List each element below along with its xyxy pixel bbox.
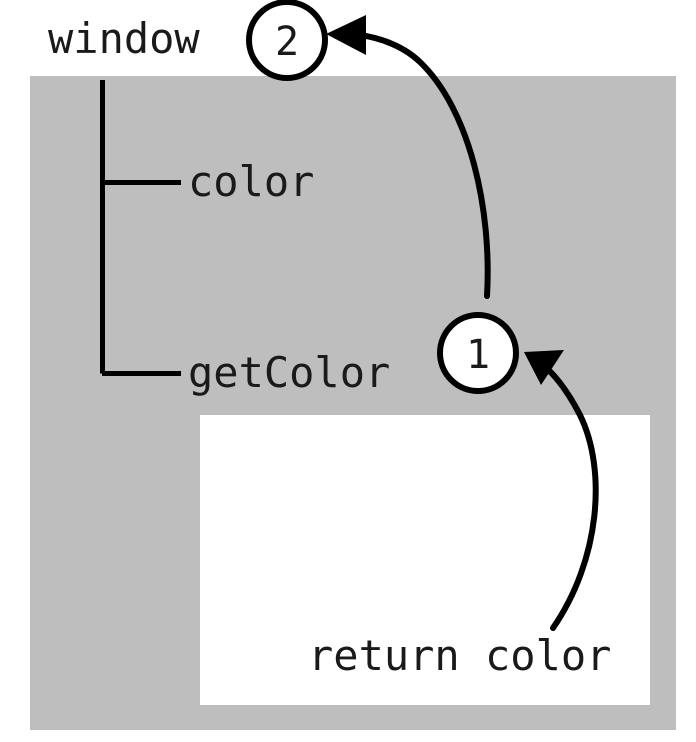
step-badge-1[interactable]: 1 <box>437 312 519 394</box>
member-label-getcolor: getColor <box>188 348 390 397</box>
step-badge-1-circle <box>437 312 519 394</box>
method-body-box <box>200 415 650 705</box>
member-label-color: color <box>188 157 314 206</box>
step-badge-2-label: 2 <box>275 19 299 65</box>
step-badge-2[interactable]: 2 <box>246 0 328 81</box>
object-label-window: window <box>48 14 200 63</box>
step-badge-1-label: 1 <box>466 332 490 378</box>
method-body-statement: return color <box>308 631 611 680</box>
step-badge-2-circle <box>246 0 328 81</box>
flow-arrowhead-to-getcolor <box>524 350 564 385</box>
flow-arrowhead-to-window <box>326 15 366 55</box>
flow-curve-getcolor-to-window <box>349 31 491 299</box>
flow-curve-return-to-getcolor <box>530 355 599 631</box>
